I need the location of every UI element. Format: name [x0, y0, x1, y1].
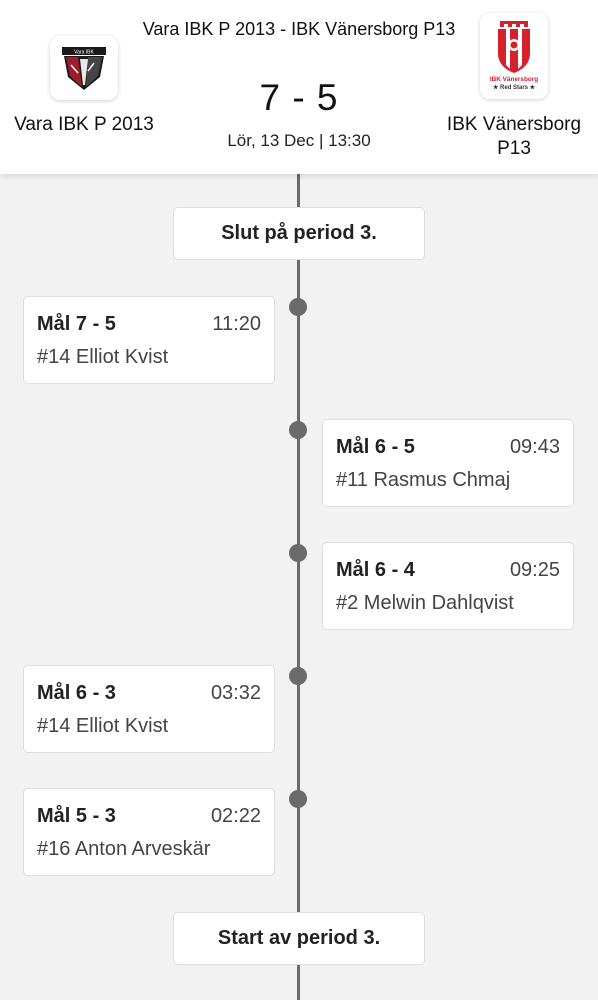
period-start-marker: Start av period 3. [173, 912, 425, 965]
goal-event[interactable]: Mål 6 - 3 03:32 #14 Elliot Kvist [23, 665, 275, 753]
away-logo-subtext: ★ Red Stars ★ [493, 84, 536, 91]
timeline-dot [289, 544, 307, 562]
goal-score: Mål 6 - 5 [336, 436, 415, 458]
timeline-dot [289, 298, 307, 316]
match-score: 7 - 5 [259, 77, 339, 118]
goal-scorer: #16 Anton Arveskär [37, 838, 211, 860]
goal-time: 09:43 [509, 436, 560, 458]
goal-scorer: #11 Rasmus Chmaj [336, 469, 511, 491]
goal-time: 09:25 [509, 559, 560, 581]
goal-scorer: #2 Melwin Dahlqvist [336, 592, 514, 614]
away-logo-text: IBK Vänersborg [490, 76, 538, 83]
match-header: Vara IBK Vara IBK P 2013 Vara IBK P 2013… [0, 0, 598, 174]
goal-event[interactable]: Mål 7 - 5 11:20 #14 Elliot Kvist [23, 296, 275, 384]
goal-scorer: #14 Elliot Kvist [37, 715, 169, 737]
match-datetime: Lör, 13 Dec | 13:30 [227, 131, 371, 150]
goal-time: 03:32 [210, 682, 261, 704]
goal-time: 11:20 [212, 313, 261, 335]
away-team-logo[interactable]: IBK Vänersborg ★ Red Stars ★ [480, 13, 548, 99]
timeline-dot [289, 421, 307, 439]
goal-event[interactable]: Mål 6 - 5 09:43 #11 Rasmus Chmaj [322, 419, 574, 507]
home-team-logo[interactable]: Vara IBK [50, 36, 118, 100]
home-logo-text: Vara IBK [74, 50, 94, 56]
goal-score: Mål 5 - 3 [37, 805, 116, 827]
home-team-name: Vara IBK P 2013 [14, 114, 154, 135]
timeline-line [297, 174, 300, 1000]
goal-scorer: #14 Elliot Kvist [37, 346, 169, 368]
timeline-dot [289, 667, 307, 685]
away-team-name: IBK Vänersborg P13 [446, 114, 582, 159]
timeline-dot [289, 790, 307, 808]
match-title: Vara IBK P 2013 - IBK Vänersborg P13 [142, 19, 456, 39]
goal-score: Mål 6 - 4 [336, 559, 415, 581]
goal-time: 02:22 [210, 805, 261, 827]
vanersborg-shield-icon: IBK Vänersborg ★ Red Stars ★ [490, 21, 538, 91]
goal-score: Mål 7 - 5 [37, 313, 116, 335]
goal-score: Mål 6 - 3 [37, 682, 116, 704]
goal-event[interactable]: Mål 5 - 3 02:22 #16 Anton Arveskär [23, 788, 275, 876]
vara-ibk-shield-icon: Vara IBK [62, 47, 106, 90]
period-end-marker: Slut på period 3. [173, 207, 425, 260]
goal-event[interactable]: Mål 6 - 4 09:25 #2 Melwin Dahlqvist [322, 542, 574, 630]
